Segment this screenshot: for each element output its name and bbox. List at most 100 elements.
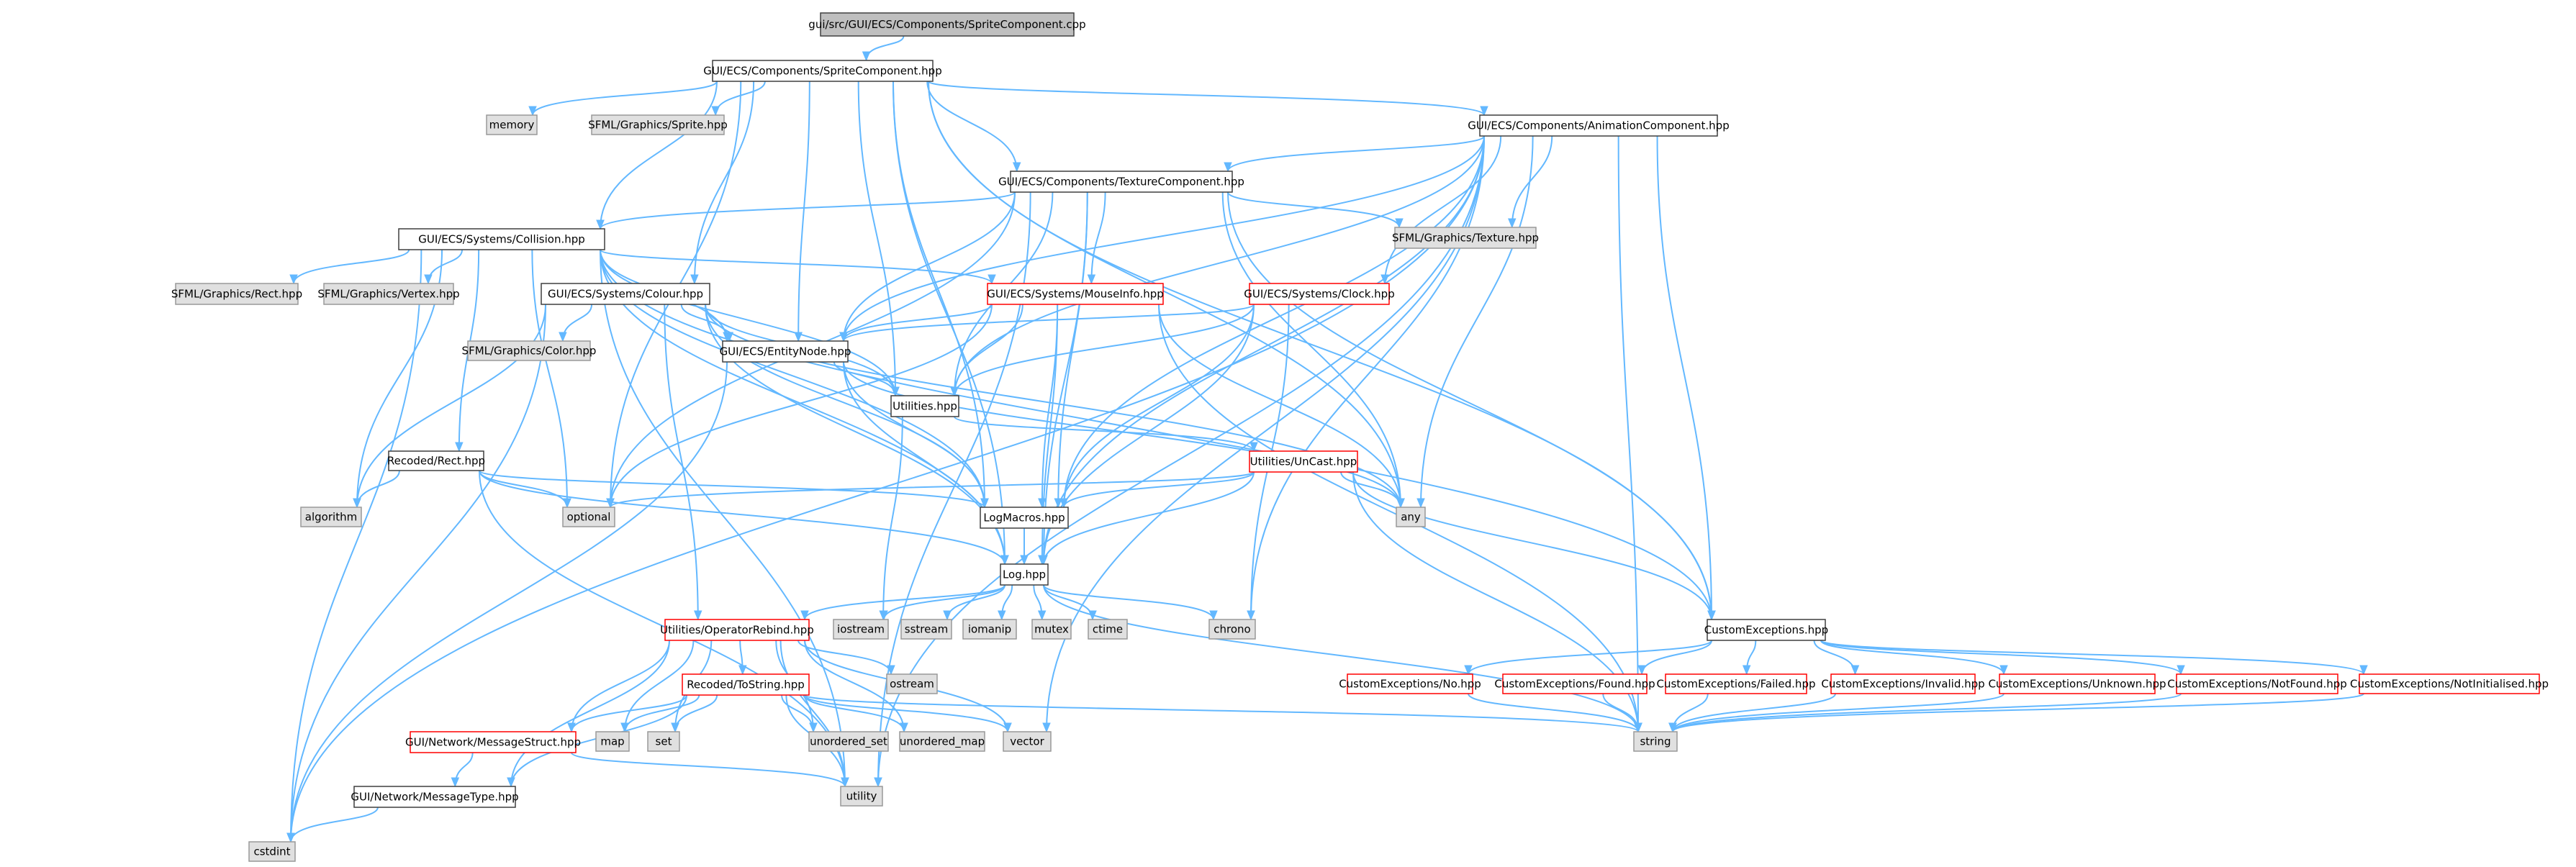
- node-box-sfcolor: [467, 340, 591, 361]
- node-label-clock: GUI/ECS/Systems/Clock.hpp: [1244, 288, 1394, 301]
- node-root[interactable]: gui/src/GUI/ECS/Components/SpriteCompone…: [808, 12, 1086, 37]
- arrowhead-clock-to-utilities: [950, 386, 959, 397]
- node-entitynode[interactable]: GUI/ECS/EntityNode.hpp: [720, 340, 851, 363]
- edge-oprebind-to-utility: [779, 640, 846, 787]
- arrowhead-spritehpp-to-texture: [1013, 162, 1021, 173]
- node-vector: vector: [1003, 731, 1052, 752]
- node-box-texture: [1010, 171, 1233, 193]
- node-label-utilities: Utilities.hpp: [892, 400, 957, 413]
- node-label-excno: CustomExceptions/No.hpp: [1339, 678, 1481, 691]
- node-tostring[interactable]: Recoded/ToString.hpp: [682, 673, 810, 696]
- node-oprebind[interactable]: Utilities/OperatorRebind.hpp: [660, 619, 814, 641]
- edge-msgstruct-to-utility: [571, 752, 846, 787]
- edge-oprebind-to-ostream: [797, 640, 892, 675]
- arrowhead-tostring-to-vector: [1003, 722, 1012, 733]
- arrowhead-rect-to-logmacros: [980, 498, 989, 509]
- edge-oprebind-to-unordered_map: [804, 640, 905, 732]
- edge-anim-to-cstdint: [290, 135, 1485, 843]
- node-box-utilities: [890, 395, 959, 417]
- node-label-sfrect: SFML/Graphics/Rect.hpp: [171, 288, 302, 301]
- node-box-mouseinfo: [987, 283, 1164, 305]
- node-box-sfrect: [175, 283, 299, 305]
- node-excunknown[interactable]: CustomExceptions/Unknown.hpp: [1988, 673, 2166, 694]
- edge-excnotfound-to-string: [1672, 693, 2182, 732]
- node-label-sfcolor: SFML/Graphics/Color.hpp: [462, 345, 597, 358]
- node-label-algorithm: algorithm: [305, 511, 357, 524]
- node-box-vector: [1003, 731, 1052, 752]
- node-ostream: ostream: [886, 673, 938, 694]
- arrowhead-customexc-to-excinvalid: [1850, 665, 1860, 676]
- arrowhead-log-to-sstream: [943, 610, 952, 621]
- node-label-any: any: [1401, 511, 1421, 524]
- node-label-rect: Recoded/Rect.hpp: [387, 455, 485, 468]
- edge-oprebind-to-msgstruct: [571, 640, 670, 732]
- node-log[interactable]: Log.hpp: [1000, 563, 1049, 586]
- edge-colour-to-algorithm: [356, 304, 546, 508]
- node-anim[interactable]: GUI/ECS/Components/AnimationComponent.hp…: [1468, 114, 1730, 137]
- node-uncast[interactable]: Utilities/UnCast.hpp: [1249, 450, 1358, 473]
- node-box-cstdint: [248, 841, 296, 862]
- node-algorithm: algorithm: [300, 507, 362, 527]
- edge-excunknown-to-string: [1672, 693, 2005, 732]
- edge-spritehpp-to-colour: [693, 81, 755, 284]
- edge-clock-to-entitynode: [843, 304, 1255, 342]
- node-box-anim: [1479, 114, 1718, 137]
- node-label-string: string: [1640, 735, 1671, 748]
- node-logmacros[interactable]: LogMacros.hpp: [980, 507, 1069, 529]
- node-label-map: map: [600, 735, 624, 748]
- node-label-uncast: Utilities/UnCast.hpp: [1250, 455, 1357, 468]
- node-label-texture: GUI/ECS/Components/TextureComponent.hpp: [998, 176, 1244, 189]
- node-excinvalid[interactable]: CustomExceptions/Invalid.hpp: [1821, 673, 1985, 694]
- node-msgstruct[interactable]: GUI/Network/MessageStruct.hpp: [405, 731, 581, 753]
- arrowhead-rect-to-optional: [563, 498, 571, 509]
- edge-uncast-to-customexc: [1352, 471, 1712, 620]
- node-string: string: [1633, 731, 1678, 752]
- node-label-excnotinit: CustomExceptions/NotInitialised.hpp: [2350, 678, 2549, 691]
- node-label-root: gui/src/GUI/ECS/Components/SpriteCompone…: [808, 18, 1085, 31]
- edge-utilities-to-uncast: [954, 416, 1255, 452]
- node-utilities[interactable]: Utilities.hpp: [890, 395, 959, 417]
- edge-texture-to-entitynode: [843, 191, 1016, 342]
- edge-anim-to-string: [1617, 135, 1639, 732]
- node-excfound[interactable]: CustomExceptions/Found.hpp: [1494, 673, 1655, 694]
- node-box-set: [647, 731, 680, 752]
- node-excno[interactable]: CustomExceptions/No.hpp: [1339, 673, 1481, 694]
- arrowhead-msgtype-to-cstdint: [286, 832, 295, 843]
- edge-customexc-to-excunknown: [1820, 640, 2005, 675]
- node-excnotfound[interactable]: CustomExceptions/NotFound.hpp: [2167, 673, 2347, 694]
- node-box-memory: [486, 114, 538, 135]
- node-box-clock: [1249, 283, 1390, 305]
- node-collision[interactable]: GUI/ECS/Systems/Collision.hpp: [398, 228, 605, 250]
- edge-colour-to-sfcolor: [561, 304, 593, 342]
- edge-anim-to-texture: [1227, 135, 1485, 172]
- node-label-cstdint: cstdint: [253, 845, 290, 858]
- node-label-sfvertex: SFML/Graphics/Vertex.hpp: [317, 288, 459, 301]
- node-iostream: iostream: [833, 619, 889, 640]
- node-spritehpp[interactable]: GUI/ECS/Components/SpriteComponent.hpp: [703, 60, 942, 82]
- node-label-excfailed: CustomExceptions/Failed.hpp: [1656, 678, 1815, 691]
- node-excfailed[interactable]: CustomExceptions/Failed.hpp: [1656, 673, 1816, 694]
- node-label-entitynode: GUI/ECS/EntityNode.hpp: [720, 345, 851, 358]
- node-msgtype[interactable]: GUI/Network/MessageType.hpp: [351, 786, 519, 808]
- edge-rect-to-log: [479, 470, 1005, 565]
- node-texture[interactable]: GUI/ECS/Components/TextureComponent.hpp: [998, 171, 1244, 193]
- arrowhead-customexc-to-excnotinit: [2359, 665, 2368, 676]
- node-label-ctime: ctime: [1093, 623, 1123, 636]
- node-rect[interactable]: Recoded/Rect.hpp: [387, 450, 485, 471]
- node-label-chrono: chrono: [1214, 623, 1250, 636]
- node-label-msgtype: GUI/Network/MessageType.hpp: [351, 791, 518, 804]
- arrowhead-clock-to-entitynode: [839, 332, 848, 342]
- edge-texture-to-log: [1043, 191, 1088, 565]
- node-box-entitynode: [722, 340, 849, 363]
- node-mouseinfo[interactable]: GUI/ECS/Systems/MouseInfo.hpp: [987, 283, 1164, 305]
- arrowhead-collision-to-sfrect: [289, 274, 298, 285]
- node-label-utility: utility: [846, 790, 877, 803]
- arrowhead-uncast-to-logmacros: [1059, 498, 1068, 509]
- node-excnotinit[interactable]: CustomExceptions/NotInitialised.hpp: [2350, 673, 2549, 694]
- node-colour[interactable]: GUI/ECS/Systems/Colour.hpp: [541, 283, 710, 305]
- node-customexc[interactable]: CustomExceptions.hpp: [1704, 619, 1828, 641]
- node-clock[interactable]: GUI/ECS/Systems/Clock.hpp: [1244, 283, 1395, 305]
- edge-tostring-to-unordered_map: [804, 694, 905, 732]
- edge-mouseinfo-to-any: [1158, 304, 1401, 508]
- node-label-ostream: ostream: [890, 678, 934, 691]
